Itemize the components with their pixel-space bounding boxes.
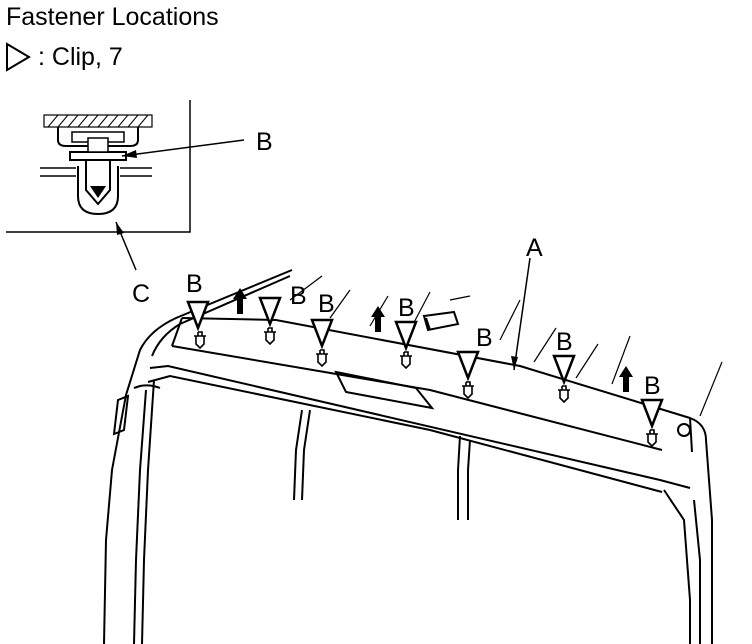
label-b-inset: B: [256, 128, 273, 156]
label-b-1: B: [186, 270, 203, 298]
legend-text: : Clip, 7: [38, 42, 123, 71]
label-b-2: B: [290, 282, 307, 310]
detail-inset: [6, 100, 245, 271]
label-b-5: B: [476, 324, 493, 352]
clip-triangle-icon: [6, 42, 31, 72]
label-b-3: B: [318, 290, 335, 318]
label-b-6: B: [556, 328, 573, 356]
label-b-4: B: [398, 294, 415, 322]
legend: : Clip, 7: [4, 40, 123, 74]
leader-a: [513, 257, 531, 371]
label-a: A: [526, 234, 543, 262]
roof-surface-lines: [289, 275, 723, 417]
diagram-title: Fastener Locations: [6, 3, 219, 31]
vehicle-rear-outline: [103, 269, 713, 644]
label-b-7: B: [644, 372, 661, 400]
label-c: C: [132, 280, 150, 308]
